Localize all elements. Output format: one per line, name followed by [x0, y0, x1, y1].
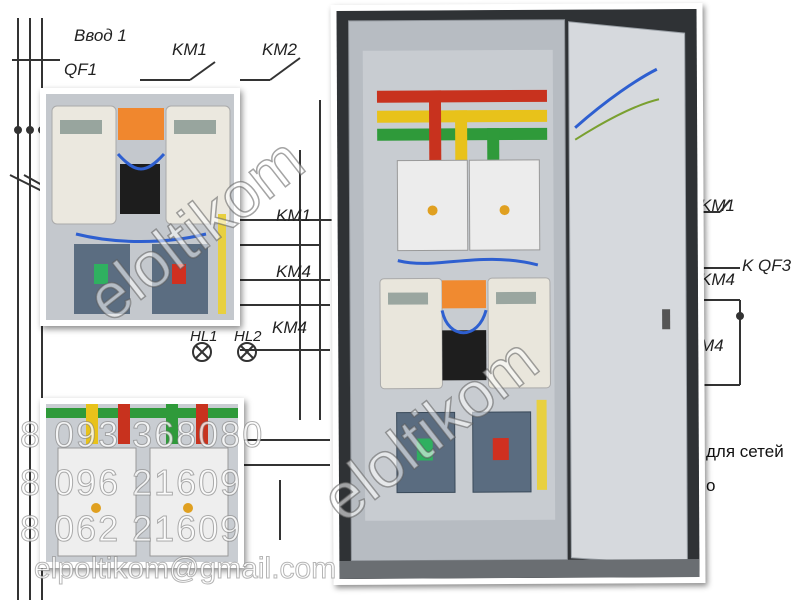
contactor-label-km4: KM4	[276, 262, 311, 281]
breaker-label: QF1	[64, 60, 98, 79]
meters-image	[46, 94, 234, 320]
contactor-label-km4-right: KM4	[700, 270, 735, 289]
watermark-phone-1: 8 093 368080	[19, 414, 265, 456]
contactors-image	[46, 404, 238, 562]
lamp-label-hl2: HL2	[234, 328, 262, 345]
contactor-label-km1-right: KM1	[700, 196, 735, 215]
input-label: Ввод 1	[74, 26, 127, 45]
main-cabinet-photo	[330, 3, 706, 585]
watermark-phone-3: 8 062 21609	[19, 508, 243, 550]
contactor-label-km4-b: KM4	[272, 318, 307, 337]
contactor-label-km1-b: KM1	[276, 206, 311, 225]
contactor-label-km2: KM2	[262, 40, 297, 59]
watermark-email: elpoltikom@gmail.com	[33, 552, 337, 586]
inset-contactors-photo	[40, 398, 244, 568]
contactor-label-km1: KM1	[172, 40, 207, 59]
inset-meters-photo	[40, 88, 240, 326]
cabinet-image	[336, 9, 700, 579]
caption-line2: о	[706, 476, 716, 495]
caption-line1: для сетей	[706, 442, 784, 461]
watermark-phone-2: 8 096 21609	[19, 462, 243, 504]
contactor-label-m4-right: M4	[700, 336, 724, 355]
lamp-label-hl1: HL1	[190, 328, 218, 345]
output-label: K QF3	[742, 256, 792, 275]
